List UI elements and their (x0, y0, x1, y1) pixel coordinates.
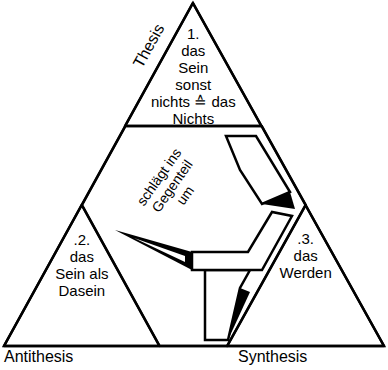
step-text: das Werden (227, 247, 384, 281)
black-wedge (262, 192, 295, 209)
step-number: .3. (227, 205, 384, 247)
triangle-outline (4, 205, 159, 346)
white-band (192, 212, 292, 270)
black-pennant (115, 230, 192, 270)
white-band (226, 136, 290, 204)
side-label: Synthesis (238, 348, 307, 366)
triangle-outline (82, 126, 306, 346)
black-wedge (228, 288, 250, 340)
pennant-inner (134, 238, 185, 262)
triangle-node: .3.das Werden (227, 205, 384, 346)
text-flow: .2.das Sein als Dasein (4, 205, 159, 346)
transition-text: schlägt ins Gegenteil um (131, 141, 214, 231)
step-text: das Sein als Dasein (4, 248, 159, 299)
triangle-outline (227, 205, 384, 346)
text-flow: .3.das Werden (227, 205, 384, 346)
text-group: schlägt ins Gegenteil um (131, 141, 214, 231)
triangle-outline (125, 3, 261, 126)
step-number: .2. (4, 205, 159, 248)
white-band (205, 270, 250, 340)
outer-triangle (4, 3, 384, 346)
triangle-node: .2.das Sein als Dasein (4, 205, 159, 346)
side-label: Antithesis (4, 348, 73, 366)
triangle-node: schlägt ins Gegenteil um (82, 126, 306, 346)
